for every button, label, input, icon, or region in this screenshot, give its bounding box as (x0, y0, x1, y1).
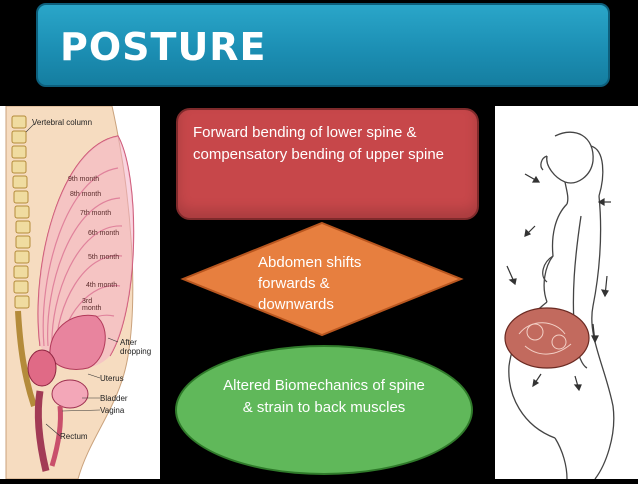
biomechanics-ellipse: Altered Biomechanics of spine & strain t… (175, 345, 473, 475)
label-bladder: Bladder (100, 394, 128, 403)
biomechanics-text: Altered Biomechanics of spine & strain t… (223, 377, 425, 416)
uterus-growth-diagram: Vertebral column 9th month 8th month 7th… (0, 105, 160, 480)
abdomen-shift-text: Abdomen shifts forwards & downwards (258, 254, 362, 313)
forward-bending-text: Forward bending of lower spine & compens… (193, 124, 445, 163)
posture-figure (495, 106, 638, 480)
forward-bending-box: Forward bending of lower spine & compens… (176, 108, 479, 220)
uterus-illustration (5, 105, 135, 480)
label-rectum: Rectum (60, 432, 88, 441)
abdomen-shift-diamond (180, 221, 464, 337)
label-month-3: 3rd month (82, 298, 102, 312)
pregnant-silhouette (504, 131, 615, 480)
label-month-4: 4th month (86, 282, 118, 289)
page-title: POSTURE (60, 25, 267, 69)
label-month-5: 5th month (88, 254, 120, 261)
label-uterus: Uterus (100, 374, 124, 383)
title-bar: POSTURE (36, 3, 610, 87)
label-after-dropping: After dropping (120, 338, 152, 356)
label-month-6: 6th month (88, 230, 120, 237)
label-month-8: 8th month (70, 191, 102, 198)
label-vagina: Vagina (100, 406, 125, 415)
label-month-7: 7th month (80, 210, 112, 217)
label-month-9: 9th month (68, 176, 100, 183)
label-vertebral-column: Vertebral column (32, 118, 93, 127)
